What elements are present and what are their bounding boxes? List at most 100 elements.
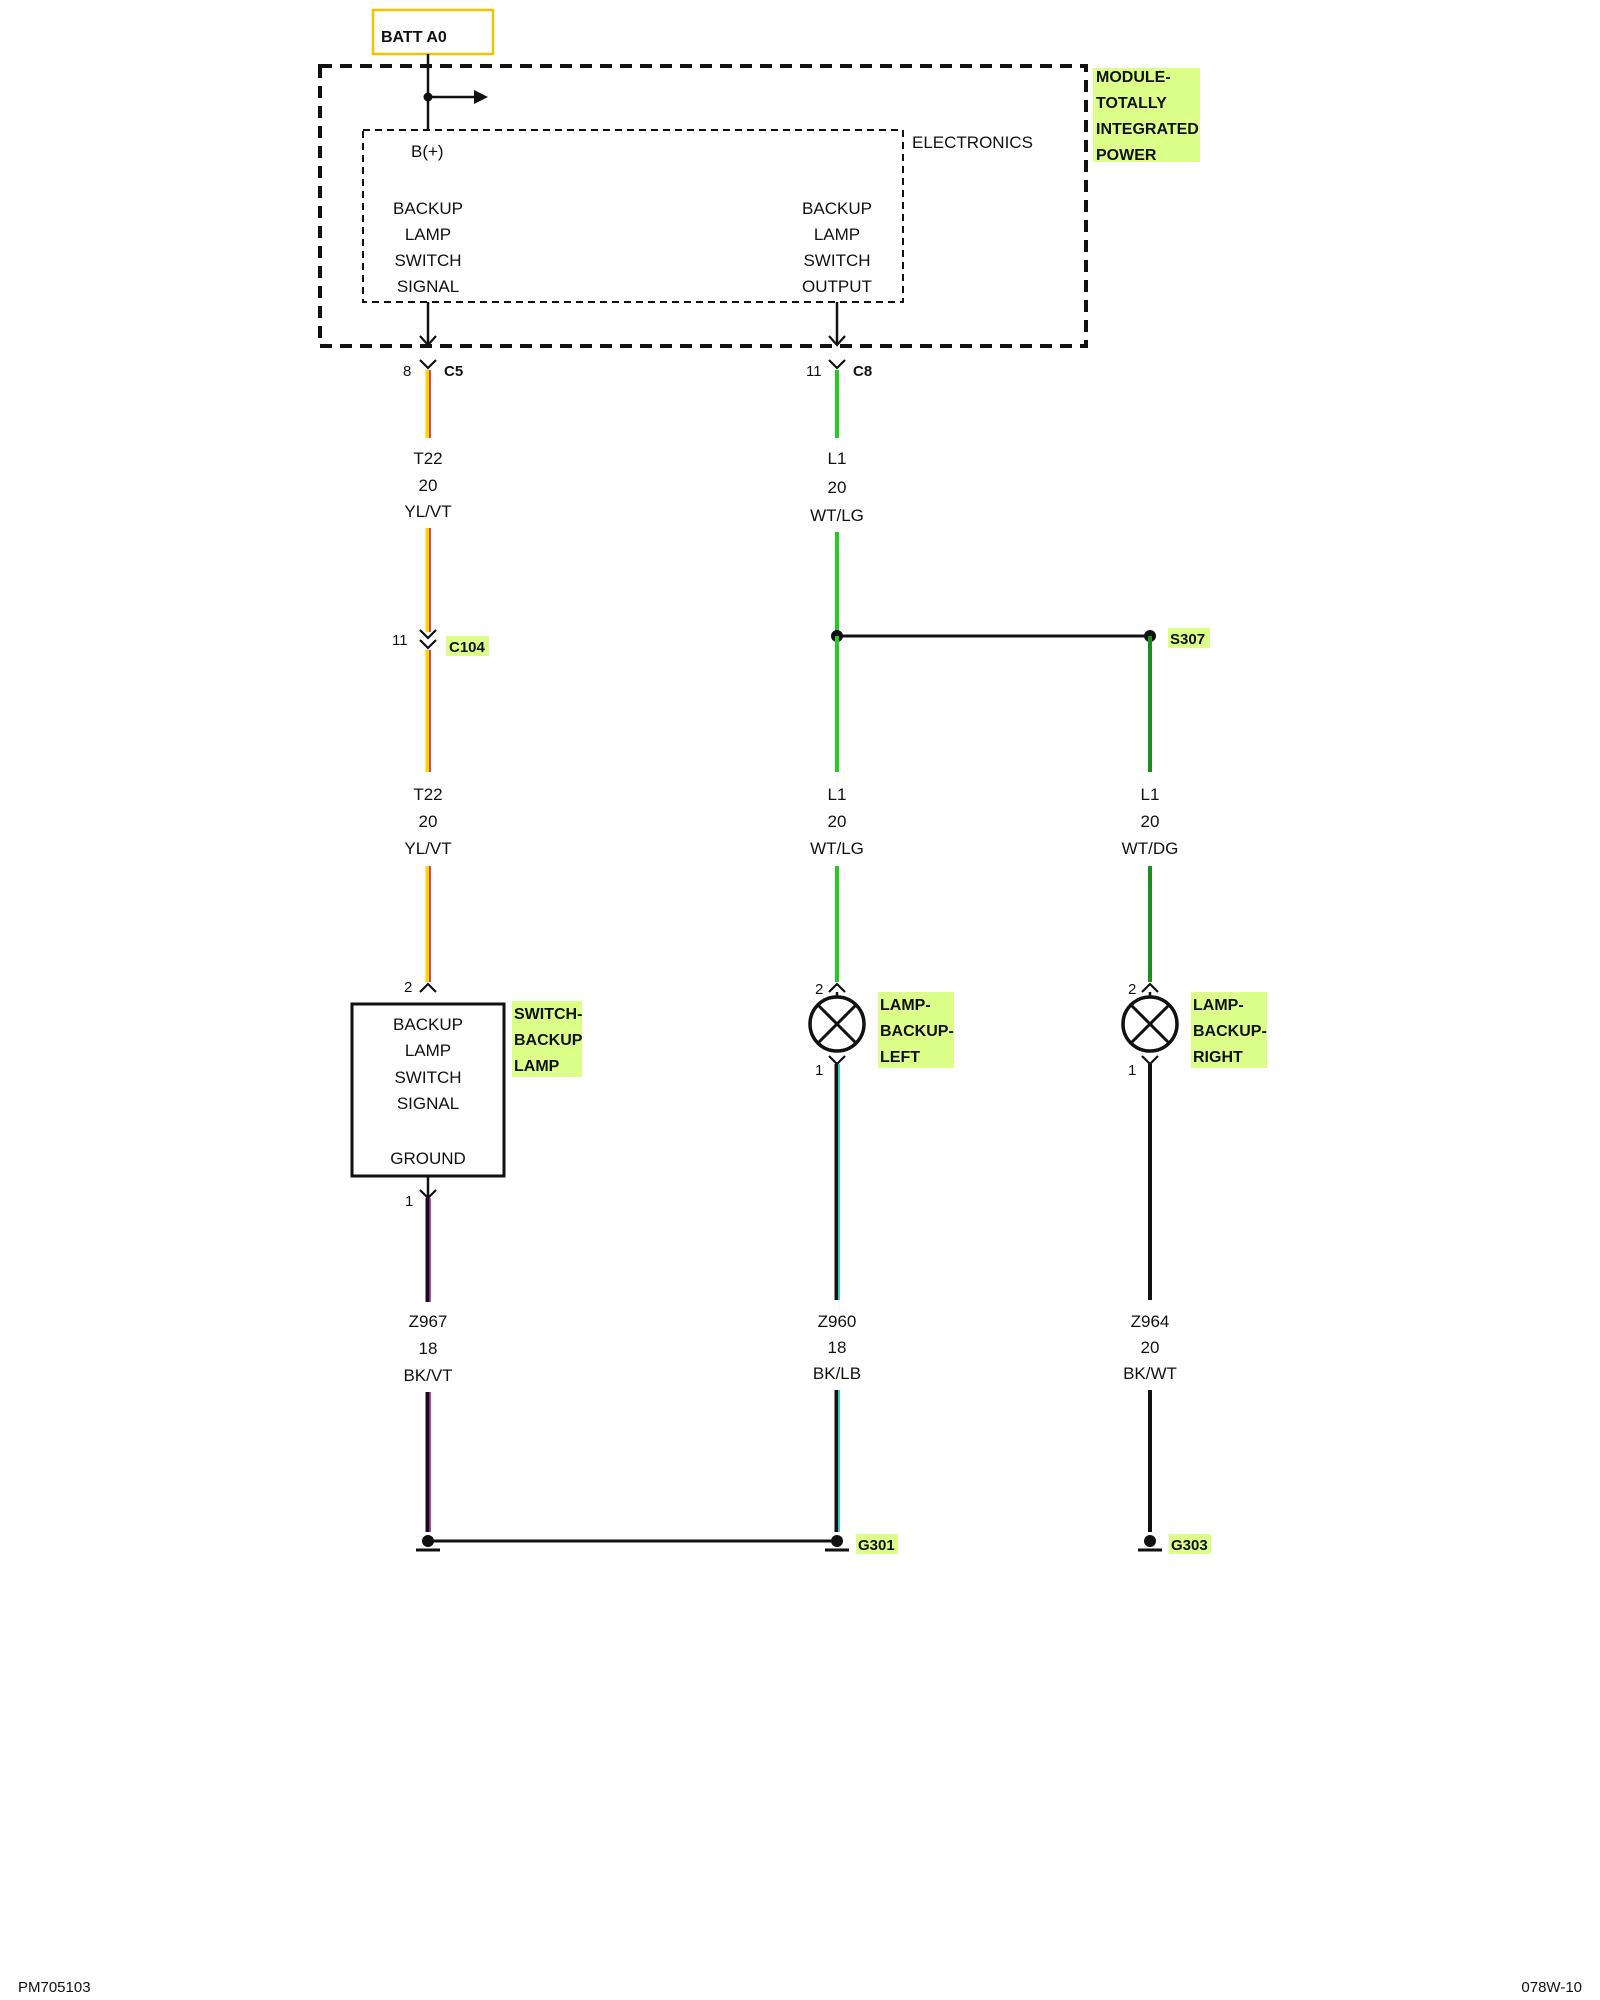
c104-male-symbol	[419, 639, 437, 650]
switch-pin-bottom-number: 1	[405, 1193, 413, 1210]
c5-female-symbol	[419, 335, 437, 347]
lamp-right-pin-bottom-symbol	[1141, 1055, 1159, 1066]
lamp-left-pin-bottom-symbol	[828, 1055, 846, 1066]
power-source: BATT A0	[371, 8, 495, 56]
c8-male-symbol	[828, 359, 846, 370]
module-signal-line-1: BACKUP	[393, 199, 463, 218]
t22-upper-circuit: T22	[413, 449, 442, 468]
c104-pin-number: 11	[392, 632, 408, 649]
bplus-arrow-head	[474, 90, 488, 104]
z960-gauge: 18	[828, 1338, 847, 1357]
lamp-right-pin-top-number: 2	[1128, 981, 1136, 998]
backup-lamp-right: 2 1 LAMP- BACKUP- RIGHT	[1121, 981, 1267, 1079]
g301-left-dot	[422, 1535, 434, 1547]
wire-t22-lower: T22 20 YL/VT	[404, 650, 452, 982]
wire-z967: Z967 18 BK/VT	[403, 1198, 453, 1532]
switch-line-3: SWITCH	[394, 1068, 461, 1087]
backup-lamp-switch: BACKUP LAMP SWITCH SIGNAL GROUND SWITCH-…	[350, 1001, 583, 1178]
module-output-line-4: OUTPUT	[802, 277, 872, 296]
lamp-left-filament-b	[816, 1003, 858, 1045]
c8-name: C8	[853, 363, 872, 380]
bplus-label: B(+)	[411, 142, 444, 161]
module-output-pin: BACKUP LAMP SWITCH OUTPUT	[802, 199, 872, 296]
l1-left-color: WT/LG	[810, 839, 864, 858]
switch-line-4: SIGNAL	[397, 1094, 459, 1113]
module-output-line-3: SWITCH	[803, 251, 870, 270]
lamp-right-name-line-3: RIGHT	[1193, 1049, 1243, 1066]
z967-circuit: Z967	[409, 1312, 448, 1331]
module-output-line-1: BACKUP	[802, 199, 872, 218]
lamp-left-name-line-1: LAMP-	[880, 997, 931, 1014]
g301-name: G301	[858, 1537, 895, 1554]
l1-upper-gauge: 20	[828, 478, 847, 497]
c104-female-symbol	[419, 629, 437, 640]
module-signal-pin: BACKUP LAMP SWITCH SIGNAL	[393, 199, 463, 296]
c8-pin-number: 11	[806, 363, 822, 380]
lamp-right-filament-b	[1129, 1003, 1171, 1045]
switch-name-line-1: SWITCH-	[514, 1006, 582, 1023]
l1-left-gauge: 20	[828, 812, 847, 831]
l1-upper-circuit: L1	[828, 449, 847, 468]
module-signal-line-4: SIGNAL	[397, 277, 459, 296]
connector-c8: 11 C8	[806, 335, 872, 380]
module-output-line-2: LAMP	[814, 225, 860, 244]
module-name-line-2: TOTALLY	[1096, 95, 1167, 112]
power-source-label: BATT A0	[381, 29, 447, 46]
l1-right-circuit: L1	[1141, 785, 1160, 804]
c5-name: C5	[444, 363, 463, 380]
connector-c5: 8 C5	[403, 335, 463, 380]
splice-s307: S307	[831, 628, 1210, 648]
z964-circuit: Z964	[1131, 1312, 1170, 1331]
switch-line-1: BACKUP	[393, 1015, 463, 1034]
switch-name-line-3: LAMP	[514, 1058, 560, 1075]
footer-right-code: 078W-10	[1521, 1979, 1582, 1996]
z960-color: BK/LB	[813, 1364, 861, 1383]
t22-upper-gauge: 20	[419, 476, 438, 495]
g303-dot	[1144, 1535, 1156, 1547]
backup-lamp-left: 2 1 LAMP- BACKUP- LEFT	[808, 981, 954, 1079]
c104-name: C104	[449, 639, 486, 656]
g301-right-dot	[831, 1535, 843, 1547]
module-name-highlight	[1093, 68, 1200, 162]
lamp-left-name-highlight	[878, 992, 954, 1068]
wire-l1-upper: L1 20 WT/LG	[810, 370, 864, 636]
l1-left-circuit: L1	[828, 785, 847, 804]
z967-gauge: 18	[419, 1339, 438, 1358]
electronics-label: ELECTRONICS	[912, 133, 1033, 152]
module-name-line-1: MODULE-	[1096, 69, 1171, 86]
lamp-left-name-line-3: LEFT	[880, 1049, 920, 1066]
switch-name-line-2: BACKUP	[514, 1032, 583, 1049]
c5-pin-number: 8	[403, 363, 411, 380]
lamp-right-pin-top-symbol	[1141, 982, 1159, 993]
wire-l1-right: L1 20 WT/DG	[1122, 636, 1179, 982]
power-source-box	[371, 8, 495, 56]
wire-l1-left: L1 20 WT/LG	[810, 636, 864, 982]
switch-pin-top-number: 2	[404, 979, 412, 996]
l1-upper-color: WT/LG	[810, 506, 864, 525]
switch-line-2: LAMP	[405, 1041, 451, 1060]
ground-g301: G301	[416, 1534, 898, 1554]
electronics-box	[362, 129, 904, 303]
lamp-left-pin-bottom-number: 1	[815, 1062, 823, 1079]
module-signal-line-3: SWITCH	[394, 251, 461, 270]
lamp-right-name-line-2: BACKUP-	[1193, 1023, 1267, 1040]
z964-color: BK/WT	[1123, 1364, 1177, 1383]
c8-female-symbol	[828, 335, 846, 347]
lamp-right-name-highlight	[1191, 992, 1267, 1068]
g303-highlight	[1169, 1534, 1211, 1554]
z960-circuit: Z960	[818, 1312, 857, 1331]
g303-name: G303	[1171, 1537, 1208, 1554]
t22-upper-color: YL/VT	[404, 502, 451, 521]
switch-name-highlight	[512, 1001, 582, 1077]
ground-g303: G303	[1138, 1534, 1211, 1554]
l1-right-color: WT/DG	[1122, 839, 1179, 858]
wire-z964: Z964 20 BK/WT	[1123, 1064, 1177, 1532]
lamp-left-pin-top-number: 2	[815, 981, 823, 998]
lamp-right-pin-bottom-number: 1	[1128, 1062, 1136, 1079]
s307-name: S307	[1170, 631, 1205, 648]
l1-right-gauge: 20	[1141, 812, 1160, 831]
bplus-feed	[423, 54, 488, 130]
module-signal-line-2: LAMP	[405, 225, 451, 244]
g301-highlight	[856, 1534, 898, 1554]
t22-lower-circuit: T22	[413, 785, 442, 804]
